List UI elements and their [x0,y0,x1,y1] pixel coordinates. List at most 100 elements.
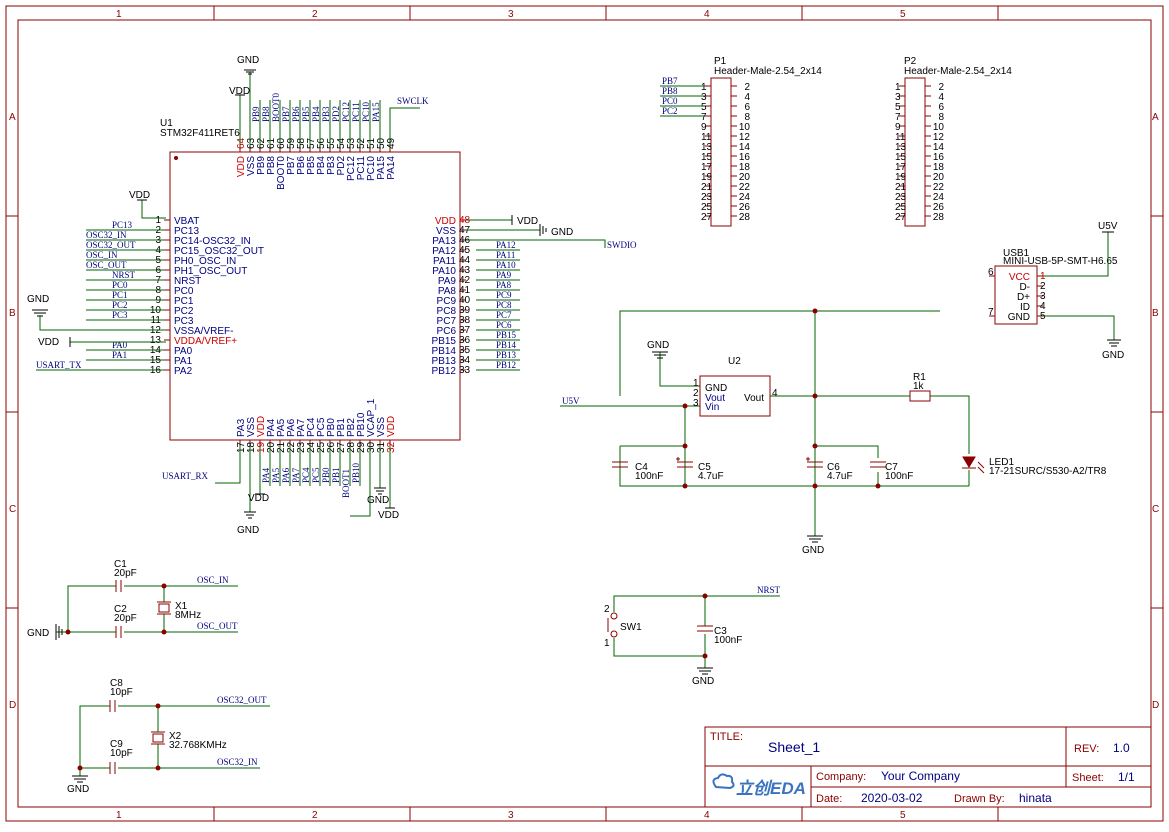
usb-pin-name: D+ [1017,292,1030,303]
u1-net-label: PB5 [301,106,311,122]
gnd-label-usb: GND [1102,350,1124,361]
u1-pin-name: BOOT0 [276,156,287,190]
frame-col-label-top: 3 [508,9,514,20]
u1-pin-name: PC8 [437,306,457,317]
u2-ldo[interactable]: U2 GND Vout Vin Vout 1 2 3 4 [693,356,778,417]
u1-mcu[interactable]: U1 STM32F411RET6 1VBAT2PC13PC133PC14-OSC… [36,93,520,498]
header-pin-number: 23 [701,192,713,203]
cap-c2[interactable] [115,626,122,638]
cap-c6[interactable] [806,457,823,468]
c3-value: 100nF [714,635,742,646]
header-pin-number: 25 [895,202,907,213]
cap-c1[interactable] [115,580,122,592]
u1-power-symbols [32,69,547,519]
u1-net-label: PB3 [321,106,331,122]
u1-pin-number: 18 [246,441,257,453]
cap-c4[interactable] [612,461,628,468]
frame-col-label-top: 2 [312,9,318,20]
header-pin-number: 18 [933,162,945,173]
u1-pin-name: PB0 [326,418,337,437]
header-pin-number: 1 [895,82,901,93]
u1-pin-number: 46 [459,235,471,246]
u1-pin-name: PA10 [432,266,456,277]
u1-pin-number: 56 [316,137,327,149]
cap-c8[interactable] [109,700,116,712]
u1-net-label: PA6 [281,467,291,483]
u1-pin-number: 64 [236,137,247,149]
u1-net-label: BOOT1 [341,469,351,498]
gnd-label-reset: GND [692,676,714,687]
usb1-ref: USB1 [1003,248,1030,259]
osc-out-net-label: OSC_OUT [197,621,238,631]
u1-net-label: PA0 [112,340,128,350]
crystal-x1[interactable] [157,601,171,615]
u1-net-label: PB13 [496,350,517,360]
header-pin-number: 10 [739,122,751,133]
crystal-x2[interactable] [151,731,165,745]
u1-pin-name: PB6 [296,156,307,175]
usb-pin-number: 3 [1040,291,1046,302]
vdd-label-bottom: VDD [248,493,269,504]
rev-label: REV: [1074,743,1099,755]
c4-value: 100nF [635,471,663,482]
header-pin-number: 20 [739,172,751,183]
u1-pin-number: 41 [459,285,471,296]
u1-pin-name: PC7 [437,316,457,327]
u1-net-label: PC1 [112,290,128,300]
frame-ticks [6,6,1163,821]
cap-c7[interactable] [870,461,886,468]
u1-pin-name: PC13 [174,226,199,237]
led1-diode[interactable] [962,456,985,474]
x2-ref: X2 [169,731,182,742]
u1-pin-name: PB9 [256,156,267,175]
u1-pin-number: 17 [236,441,247,453]
r1-ref: R1 [913,372,926,383]
header-pin-number: 16 [933,152,945,163]
header-pin-number: 22 [739,182,751,193]
u1-net-label: PB4 [311,106,321,122]
c8-value: 10pF [110,687,133,698]
c1-value: 20pF [114,568,137,579]
u1-pin-name: VCAP_1 [366,398,377,437]
u1-net-label: OSC32_OUT [86,240,136,250]
c8-ref: C8 [110,678,123,689]
u1-pin-number: 62 [256,137,267,149]
cap-c3[interactable] [697,625,713,632]
u1-pin-name: PA0 [174,346,193,357]
x1-ref: X1 [175,601,188,612]
header-p2[interactable]: P2 Header-Male-2.54_2x14 135791113151719… [895,56,1012,227]
usb1-part: MINI-USB-5P-SMT-H6.65 [1003,256,1118,267]
u1-pin-number: 13 [150,335,162,346]
sheet-value: 1/1 [1118,770,1135,784]
usb-pin-number: 7 [988,307,994,318]
x2-value: 32.768KMHz [169,740,227,751]
cap-c5[interactable] [676,457,693,468]
u1-pin-number: 54 [336,137,347,149]
vdd-label-right: VDD [517,216,538,227]
u1-pin-name: PC9 [437,296,457,307]
u1-net-label: USART_TX [36,360,82,370]
u1-pin-number: 59 [286,137,297,149]
u1-net-label: PC7 [496,310,512,320]
u2-pin1-name: GND [705,383,727,394]
u1-net-label: PB6 [291,106,301,122]
u1-net-label: PB9 [251,106,261,122]
header-p1[interactable]: P1 Header-Male-2.54_2x14 135791113151719… [701,56,822,227]
u1-pin-number: 22 [286,441,297,453]
u1-net-label: PA15 [371,102,381,122]
cap-c9[interactable] [109,762,116,774]
u1-pin-name: PB7 [286,156,297,175]
resistor-r1[interactable] [909,390,931,402]
frame-col-label-top: 4 [704,9,710,20]
switch-sw1[interactable] [607,612,618,638]
u1-net-label: PA8 [496,280,512,290]
header-pin-number: 3 [895,92,901,103]
usb1-connector[interactable]: USB1 MINI-USB-5P-SMT-H6.65 1VCC2D-3D+4ID… [988,248,1118,325]
usb-pin-number: 6 [988,267,994,278]
u1-net-label: PC5 [311,467,321,483]
p1-net-label: PB7 [662,76,678,86]
u1-pin-number: 20 [266,441,277,453]
u1-pin-number: 24 [306,441,317,453]
p2-ref: P2 [904,56,917,67]
